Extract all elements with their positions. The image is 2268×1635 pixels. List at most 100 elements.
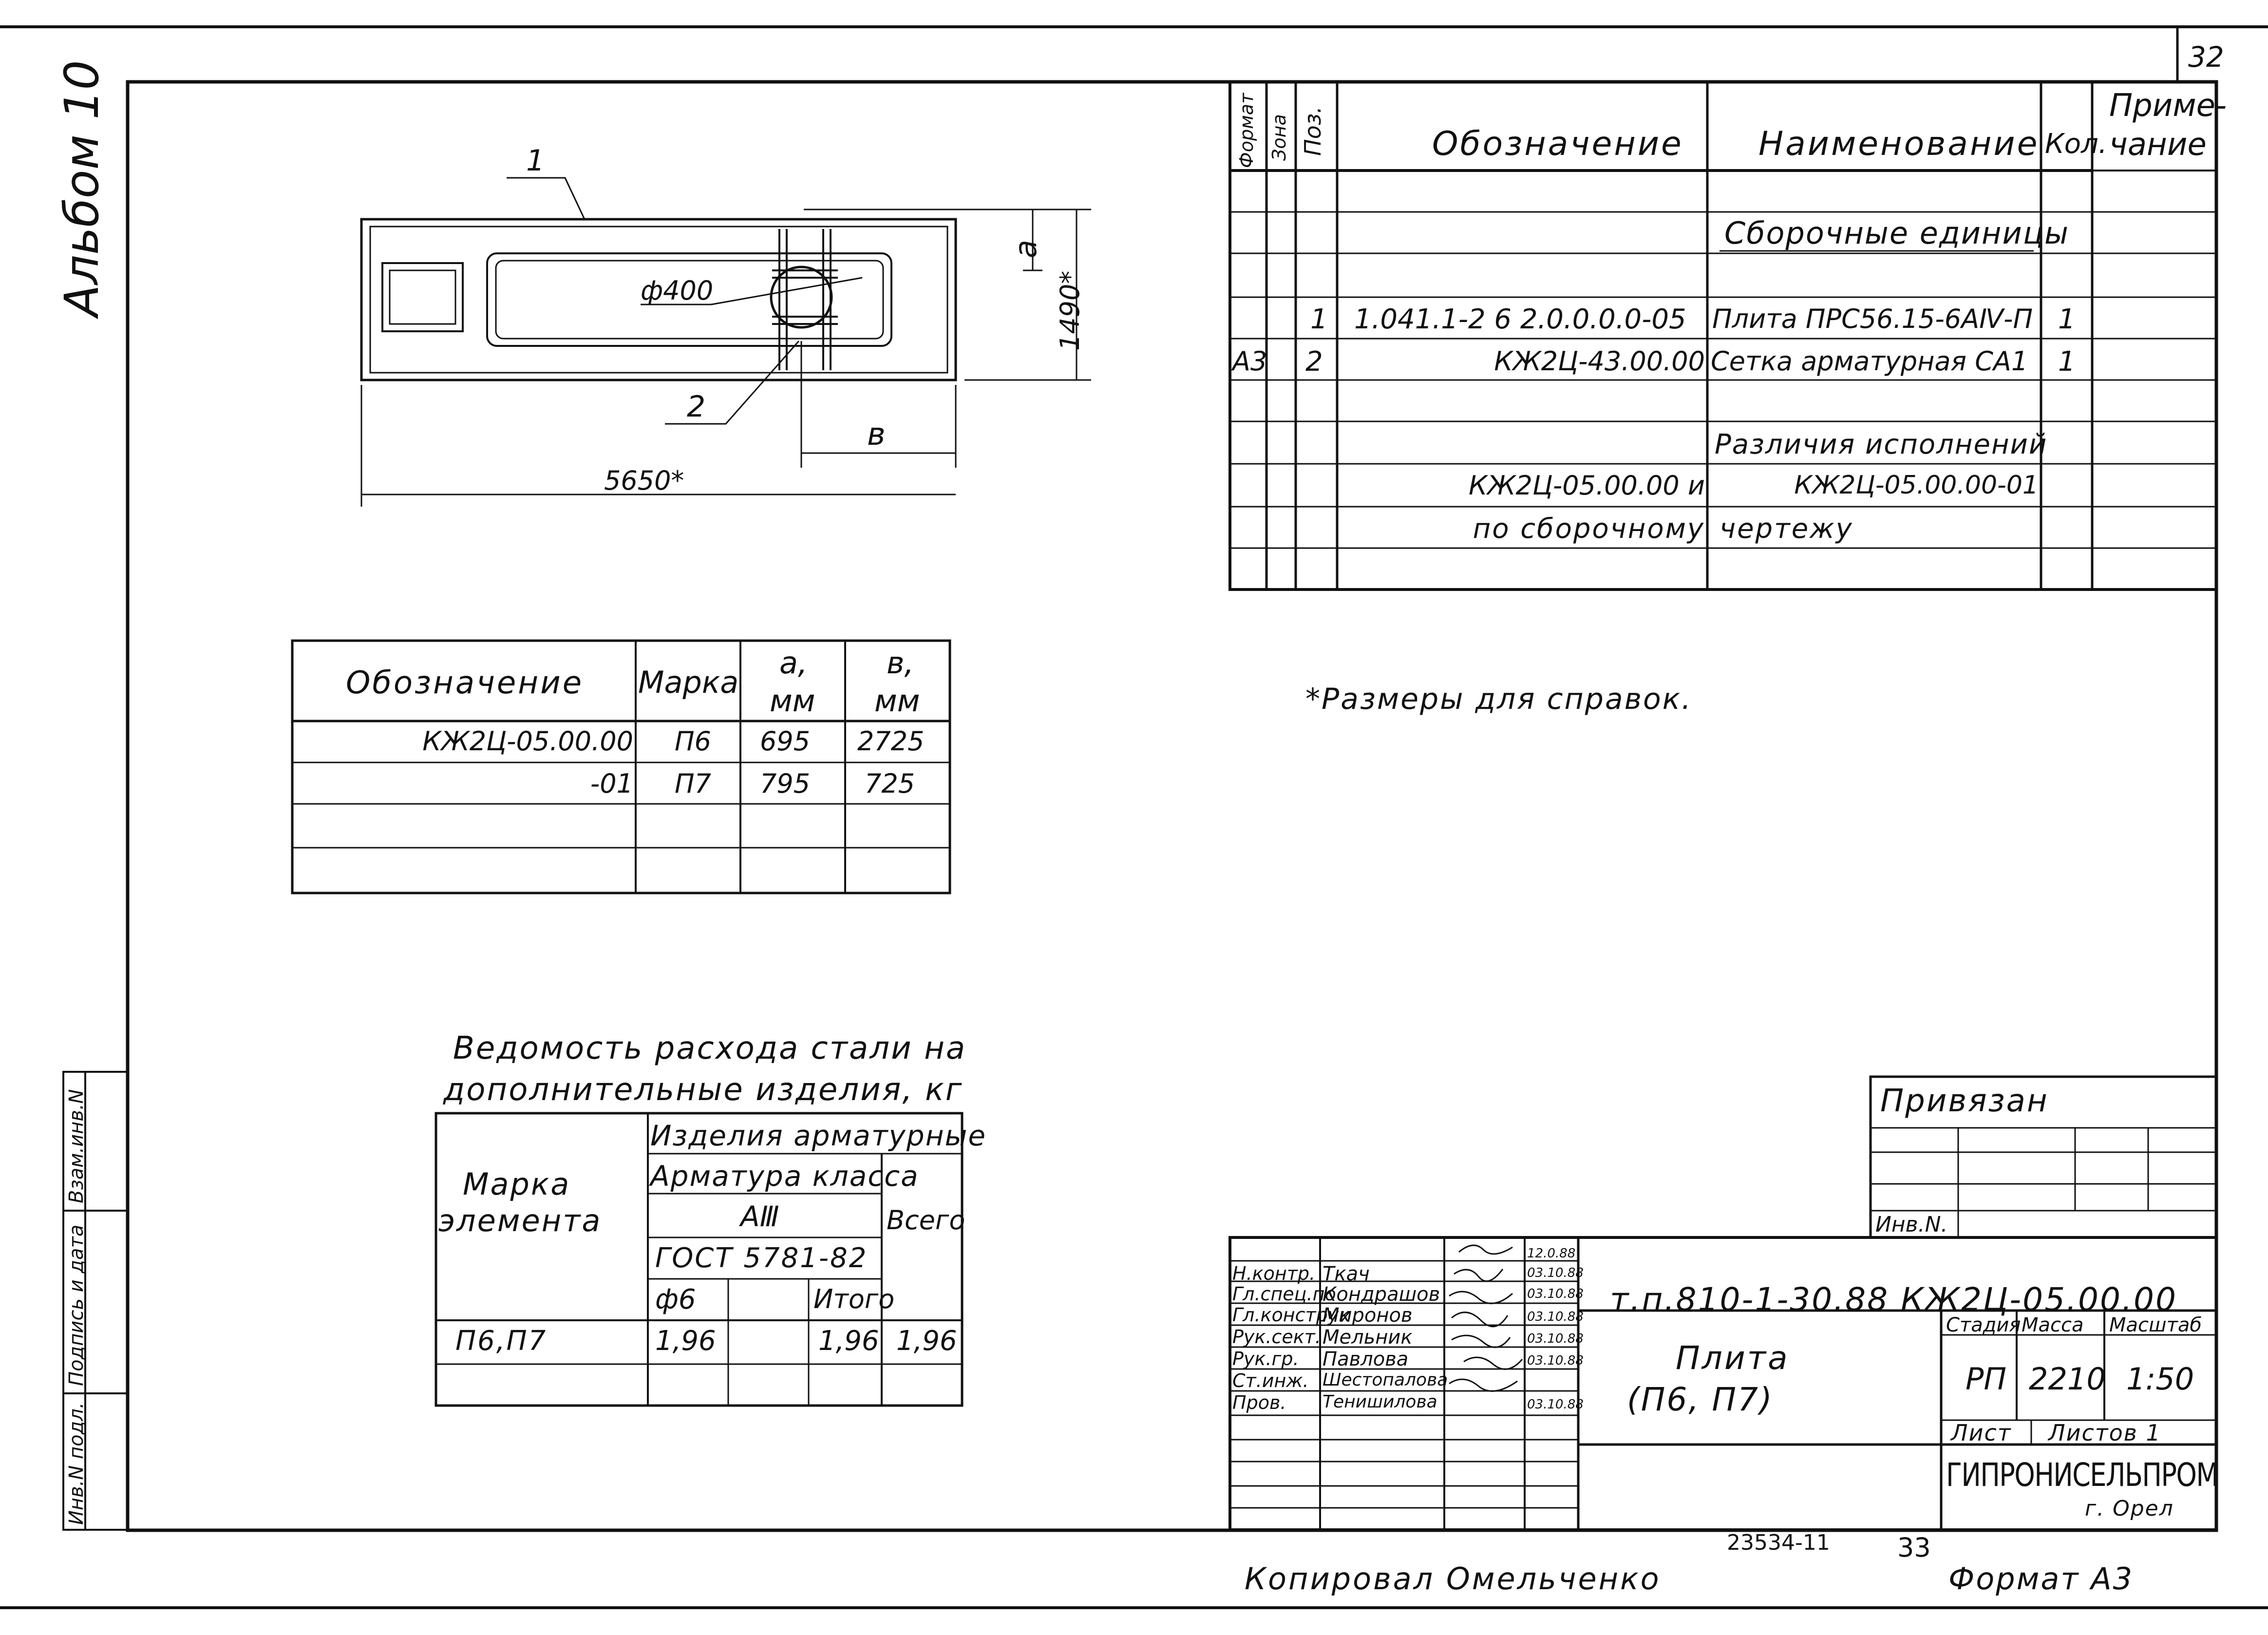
marks-row-2-b: 725 — [865, 768, 915, 799]
spec-row-2-qty: 1 — [2058, 346, 2076, 378]
spec-row-1-pos: 1 — [1310, 304, 1328, 335]
drawing-dim-a: а — [1008, 240, 1043, 258]
spec-row-1-name: Плита ПРС56.15-6АⅣ-П — [1712, 304, 2033, 334]
marks-row-1-mark: П6 — [675, 726, 711, 757]
spec-header-note-1: Приме- — [2109, 88, 2227, 124]
steel-row-sub: 1,96 — [818, 1325, 879, 1357]
role-1: Н.контр. — [1232, 1263, 1316, 1284]
role-3: Гл.конструк — [1232, 1304, 1350, 1326]
page-number: 32 — [2188, 40, 2224, 74]
spec-variants-title: Различия исполнений — [1715, 429, 2048, 460]
name-3: Миронов — [1323, 1304, 1413, 1327]
date-6: 03.10.88 — [1527, 1353, 1584, 1368]
drawing-label-2: 2 — [687, 390, 706, 424]
mass-header: Масса — [2022, 1314, 2084, 1336]
marks-header-b-1: в, — [887, 645, 914, 681]
privyazan-label: Привязан — [1880, 1083, 2049, 1119]
name-6: Шестопалова — [1323, 1370, 1448, 1390]
copied-by: Копировал Омельченко — [1245, 1561, 1661, 1597]
drawing-label-1: 1 — [526, 144, 545, 178]
drawing-dim-len: 5650* — [604, 465, 684, 496]
stage-header: Стадия — [1946, 1314, 2021, 1336]
copy-number: 33 — [1897, 1532, 1931, 1563]
spec-row-1-qty: 1 — [2058, 304, 2076, 335]
sheet-label: Лист — [1951, 1420, 2012, 1446]
role-5: Рук.гр. — [1232, 1348, 1299, 1369]
marks-row-2-a: 795 — [760, 768, 811, 799]
sheets-label: Листов 1 — [2048, 1420, 2161, 1446]
drawing-dim-height: 1490* — [1055, 270, 1085, 351]
spec-row-2-designation: КЖ2Ц-43.00.00 — [1494, 346, 1705, 377]
drawing-diameter: ф400 — [641, 275, 714, 306]
steel-row-total: 1,96 — [896, 1325, 957, 1357]
date-7: 03.10.88 — [1527, 1397, 1584, 1412]
marks-header-a-2: мм — [770, 683, 815, 719]
reference-note: *Размеры для справок. — [1305, 682, 1693, 716]
drawing-dim-b: в — [867, 417, 886, 453]
spec-row-1-designation: 1.041.1-2 6 2.0.0.0.0-05 — [1354, 304, 1686, 335]
role-7: Пров. — [1232, 1392, 1286, 1413]
marks-header-mark: Марка — [638, 665, 739, 700]
steel-title-1: Ведомость расхода стали на — [453, 1030, 967, 1066]
organization-city: г. Орел — [2085, 1496, 2174, 1521]
drawing-code: т.п.810-1-30.88 КЖ2Ц-05.00.00 — [1610, 1281, 2177, 1318]
item-name-1: Плита — [1676, 1339, 1790, 1377]
marks-header-designation: Обозначение — [346, 665, 584, 701]
album-label: Альбом 10 — [55, 60, 109, 317]
steel-header-d6: ф6 — [655, 1284, 696, 1315]
steel-header-total: Всего — [887, 1205, 965, 1236]
spec-row-2-name: Сетка арматурная СА1 — [1711, 346, 2028, 377]
date-5: 03.10.88 — [1527, 1331, 1584, 1346]
role-2: Гл.спец.по — [1232, 1283, 1336, 1305]
spec-variants-left-2: по сборочному — [1473, 513, 1705, 545]
spec-header-pos: Поз. — [1300, 106, 1326, 156]
steel-header-a3: АⅢ — [740, 1200, 779, 1233]
spec-row-2-format: А3 — [1232, 346, 1267, 377]
organization-name: ГИПРОНИСЕЛЬПРОМ — [1946, 1456, 2219, 1494]
side-stamp-replace: Взам.инв.N — [65, 1089, 88, 1203]
mass-value: 2210 — [2029, 1361, 2106, 1397]
spec-header-zone: Зона — [1268, 114, 1290, 161]
steel-header-total-sub: Итого — [813, 1284, 895, 1314]
name-5: Павлова — [1323, 1348, 1409, 1370]
role-4: Рук.сект. — [1232, 1326, 1321, 1348]
spec-variants-right-1: КЖ2Ц-05.00.00-01 — [1794, 471, 2039, 500]
steel-row-mark: П6,П7 — [455, 1325, 548, 1357]
steel-title-2: дополнительные изделия, кг — [443, 1072, 964, 1108]
marks-row-1-a: 695 — [760, 726, 811, 757]
role-6: Ст.инж. — [1232, 1370, 1309, 1391]
marks-header-b-2: мм — [874, 683, 920, 719]
steel-header-mark-2: элемента — [438, 1203, 602, 1238]
paper-format: Формат А3 — [1948, 1561, 2134, 1597]
marks-row-2-mark: П7 — [675, 768, 711, 799]
marks-header-a-1: а, — [779, 645, 808, 681]
spec-header-qty: Кол. — [2045, 128, 2107, 160]
spec-row-2-pos: 2 — [1305, 346, 1323, 378]
stage-value: РП — [1966, 1361, 2007, 1397]
date-3: 03.10.88 — [1527, 1287, 1584, 1301]
steel-header-products: Изделия арматурные — [650, 1119, 987, 1152]
archive-number: 23534-11 — [1727, 1530, 1830, 1555]
spec-header-name: Наименование — [1758, 125, 2040, 163]
spec-variants-right-2: чертежу — [1720, 513, 1853, 545]
spec-variants-left-1: КЖ2Ц-05.00.00 и — [1469, 470, 1705, 501]
marks-row-1-designation: КЖ2Ц-05.00.00 — [422, 726, 633, 757]
spec-header-format: Формат — [1236, 93, 1257, 168]
name-2: Кондрашов — [1323, 1283, 1440, 1306]
name-4: Мельник — [1323, 1326, 1413, 1349]
marks-row-1-b: 2725 — [857, 726, 925, 757]
spec-header-designation: Обозначение — [1432, 125, 1683, 163]
steel-header-mark-1: Марка — [463, 1166, 571, 1202]
marks-row-2-designation: -01 — [590, 768, 633, 799]
steel-header-gost: ГОСТ 5781-82 — [655, 1242, 868, 1274]
name-1: Ткач — [1323, 1263, 1370, 1285]
scale-value: 1:50 — [2126, 1361, 2194, 1397]
side-stamp-sign: Подпись и дата — [65, 1224, 88, 1386]
inv-n-label: Инв.N. — [1875, 1212, 1948, 1237]
steel-header-class: Арматура класса — [650, 1160, 919, 1193]
steel-row-d6: 1,96 — [655, 1325, 716, 1357]
spec-header-note-2: чание — [2109, 127, 2207, 163]
spec-section-title: Сборочные единицы — [1724, 215, 2070, 251]
name-7: Тенишилова — [1323, 1392, 1437, 1412]
